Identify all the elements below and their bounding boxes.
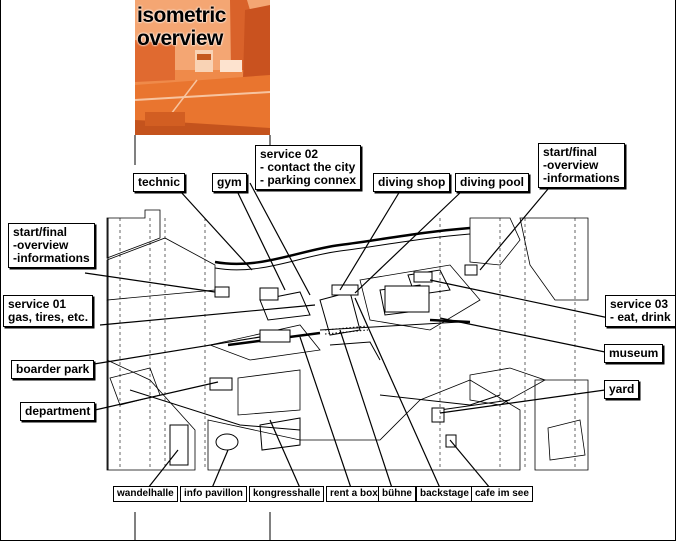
photo-title: isometric overview <box>137 4 226 50</box>
label-cafe-im-see: cafe im see <box>471 486 533 502</box>
label-service-01: service 01 gas, tires, etc. <box>3 295 94 327</box>
label-yard: yard <box>604 380 640 399</box>
label-info-pavillon: info pavillon <box>180 486 247 502</box>
label-service-03: service 03 - eat, drink <box>605 295 676 327</box>
label-kongresshalle: kongresshalle <box>249 486 325 502</box>
label-service-02: service 02 - contact the city - parking … <box>255 145 362 190</box>
label-diving-shop: diving shop <box>373 173 451 192</box>
label-department: department <box>20 402 96 421</box>
label-diving-pool: diving pool <box>455 173 529 192</box>
label-buehne: bühne <box>378 486 416 502</box>
label-museum: museum <box>604 344 664 363</box>
label-start-final-right: start/final -overview -informations <box>538 143 625 188</box>
label-backstage: backstage <box>416 486 473 502</box>
label-gym: gym <box>212 173 247 192</box>
overview-photo: isometric overview <box>135 0 270 135</box>
label-start-final-left: start/final -overview -informations <box>8 223 95 268</box>
street-photo-image <box>135 0 270 135</box>
label-boarder-park: boarder park <box>11 360 95 379</box>
label-technic: technic <box>133 173 186 192</box>
label-wandelhalle: wandelhalle <box>113 486 178 502</box>
label-rent-a-box: rent a box <box>326 486 382 502</box>
